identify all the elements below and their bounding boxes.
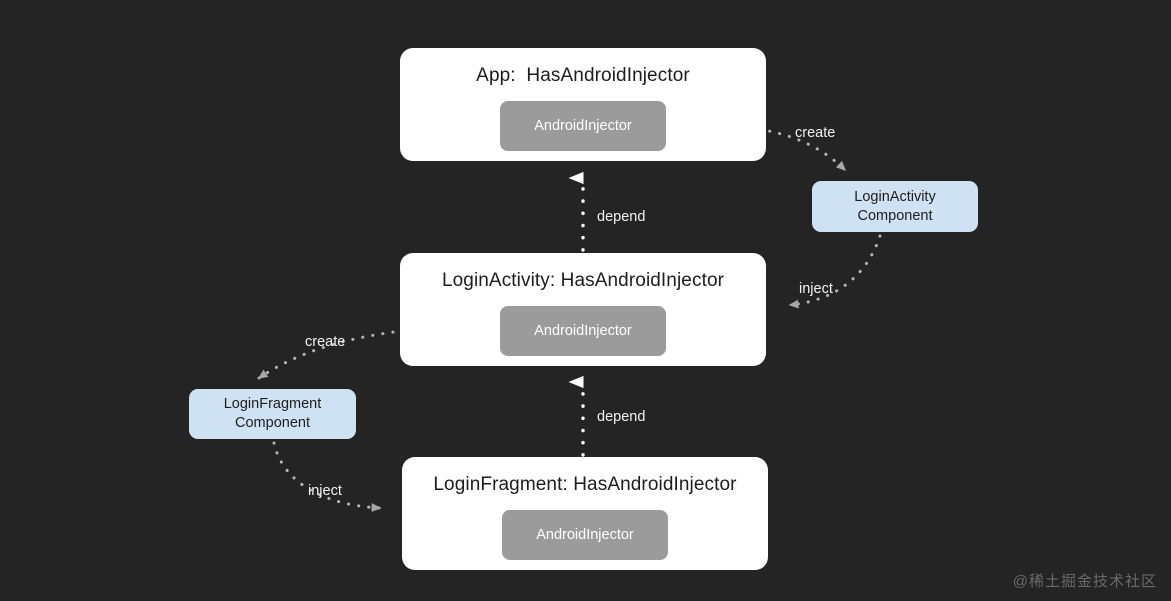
edge-label-inject-activity: inject — [799, 281, 833, 297]
node-login-activity-component-label: LoginActivity Component — [854, 188, 935, 226]
node-login-fragment-android-injector[interactable]: AndroidInjector — [502, 510, 668, 560]
component-line-2: Component — [857, 207, 933, 224]
edge-label-depend-activity: depend — [597, 409, 646, 425]
node-login-fragment-title: LoginFragment: HasAndroidInjector — [433, 474, 737, 495]
component-line-1: LoginActivity — [854, 188, 936, 205]
node-app-title: App: HasAndroidInjector — [476, 65, 690, 86]
watermark: @稀土掘金技术社区 — [1012, 573, 1157, 590]
node-login-fragment-component-label: LoginFragment Component — [224, 395, 322, 433]
edge-label-create-activity-component: create — [795, 125, 836, 141]
node-login-activity-component[interactable]: LoginActivity Component — [812, 181, 978, 232]
edge-label-create-fragment-component: create — [305, 334, 346, 350]
node-login-activity-android-injector[interactable]: AndroidInjector — [500, 306, 666, 356]
edge-label-inject-fragment: inject — [308, 483, 342, 499]
node-login-activity[interactable]: LoginActivity: HasAndroidInjector Androi… — [400, 253, 766, 366]
node-login-activity-title: LoginActivity: HasAndroidInjector — [441, 270, 725, 291]
component-line-1: LoginFragment — [223, 396, 322, 412]
edge-label-depend-app: depend — [597, 209, 646, 225]
node-login-fragment-component[interactable]: LoginFragment Component — [189, 389, 356, 439]
component-line-2: Component — [235, 415, 310, 431]
node-app[interactable]: App: HasAndroidInjector AndroidInjector — [400, 48, 766, 161]
node-app-android-injector[interactable]: AndroidInjector — [500, 101, 666, 151]
node-login-fragment[interactable]: LoginFragment: HasAndroidInjector Androi… — [402, 457, 768, 570]
